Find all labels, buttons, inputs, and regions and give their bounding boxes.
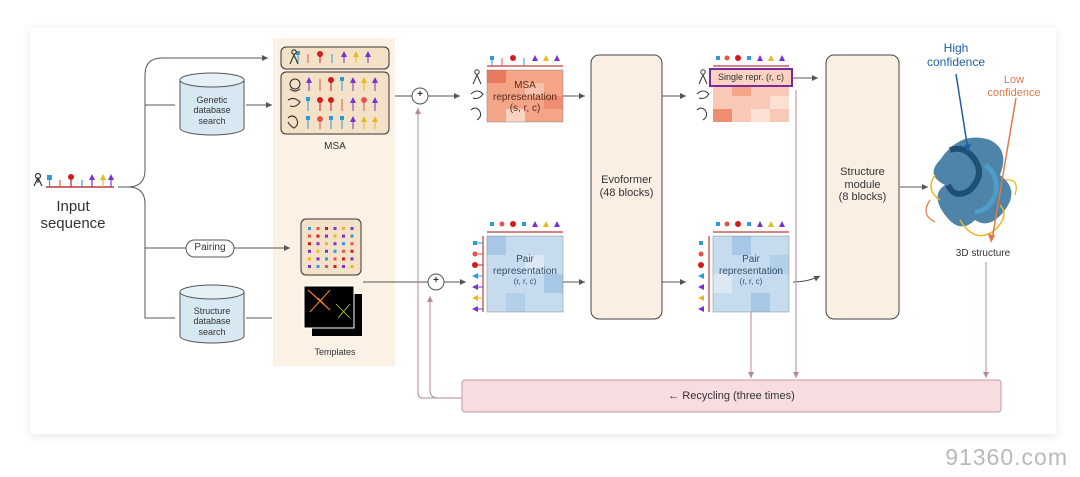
pairing-grid-cell [316,227,320,230]
msa-add-circle [411,87,429,105]
input-sequence-icon [33,172,114,188]
msa-label: MSA [324,141,346,152]
pairing-grid-cell [342,234,345,238]
recycling-bar [461,379,1002,413]
input-branches [118,55,290,319]
pairing-grid-cell [325,257,328,261]
pairing-label: Pairing [194,242,226,253]
pairing-grid-cell [342,249,345,253]
pairing-grid-cell [316,249,320,253]
pairing-grid-cell [316,265,320,268]
pair-add-circle [427,273,445,291]
pairing-pill [185,239,235,258]
watermark: 91360.com [945,444,1068,470]
pairing-grid-cell [308,265,311,268]
pairing-grid-cell [308,234,311,238]
pairing-grid-cell [333,234,337,238]
pairing-grid-cell [308,242,311,246]
pairing-grid-cell [350,265,354,268]
pairing-grid-cell [350,227,354,230]
pairing-grid-cell [308,227,311,230]
pairing-grid-cell [333,242,337,246]
single-representation-heatmap [696,55,793,122]
structure-database-icon [179,284,245,344]
pairing-grid-cell [350,257,354,261]
pairing-grid-cell [325,265,328,268]
templates-images [303,285,362,336]
evoformer-label: Evoformer(48 blocks) [599,174,654,199]
low-confidence-arrow [991,97,1017,241]
pair-representation-heatmap [472,221,564,313]
pairing-grid-cell [333,257,337,261]
pair-representation-out-heatmap [698,221,790,313]
single-representation-label: Single repr. (r, c) [717,72,785,82]
pairing-grid-cell [316,234,320,238]
pair-plus-sign: + [433,275,439,286]
msa-residue-icons [287,49,378,129]
evoformer-block [590,54,663,320]
structure-module-block [825,54,900,320]
recycling-label: ← Recycling (three times) [668,390,795,402]
pairing-grid-cell [333,249,337,253]
protein-structure-image [925,137,1017,237]
pairing-grid-cell [350,234,354,238]
pairing-grid-cell [350,249,354,253]
pairing-grid-cell [308,257,311,261]
pairing-grid-cell [325,234,328,238]
pairing-grid-cell [350,242,354,246]
pairing-grid-cell [316,242,320,246]
pairing-grid-cell [333,227,337,230]
pairing-grid-cell [316,257,320,261]
pairing-grid-cell [325,242,328,246]
pairing-grid-cell [342,257,345,261]
templates-label: Templates [314,347,356,357]
msa-representation-heatmap [470,55,564,123]
pairing-grid-cell [325,227,328,230]
msa-plus-sign: + [417,89,423,100]
pairing-grid-cell [342,242,345,246]
pairing-grid-cell [342,265,345,268]
3d-structure-label: 3D structure [955,248,1011,259]
pairing-grid [300,218,362,276]
pairing-grid-cell [325,249,328,253]
high-confidence-arrow [955,73,969,151]
genetic-database-icon [179,72,245,136]
pairing-grid-cell [308,249,311,253]
pairing-grid-cell [342,227,345,230]
pairing-grid-cell [333,265,337,268]
msa-top-row [280,46,390,70]
